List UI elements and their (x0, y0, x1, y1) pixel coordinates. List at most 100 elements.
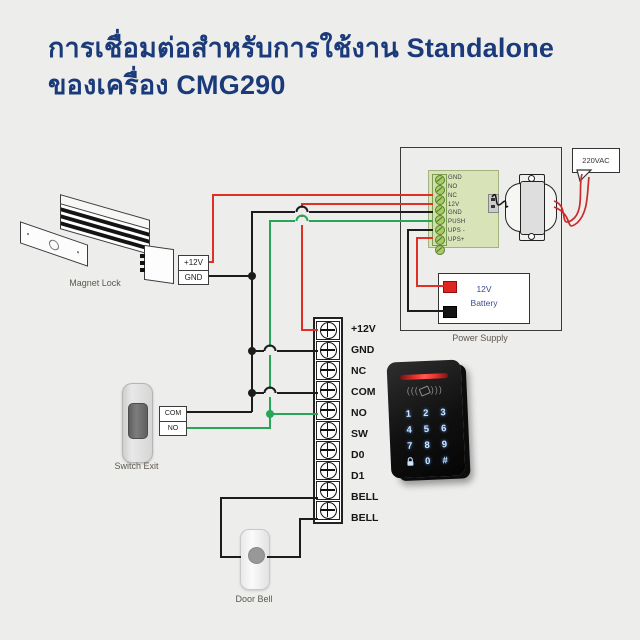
rfid-waves-right: ))) (430, 384, 443, 395)
maglock-gnd-label: GND (184, 272, 203, 282)
access-control-keypad: ((())) 1 2 3 4 5 6 7 8 9 0 # (386, 359, 466, 479)
keypad-key-0: 0 (424, 455, 431, 467)
pcb-terminal-cell (433, 215, 446, 225)
transformer-core (520, 181, 545, 235)
pcb-screw-icon (434, 205, 445, 215)
switch-exit-button (128, 403, 148, 439)
terminal-cell (316, 501, 340, 520)
keypad-key-4: 4 (406, 424, 413, 436)
keypad-key-2: 2 (422, 407, 429, 419)
pcb-label: 12V (448, 201, 460, 208)
keypad-keys: 1 2 3 4 5 6 7 8 9 0 # (399, 404, 454, 470)
terminal-cell (316, 441, 340, 460)
pcb-label: UPS+ (448, 236, 465, 243)
screw-terminal-icon (319, 322, 337, 339)
terminal-cell (316, 381, 340, 400)
pcb-terminal-cell (433, 245, 446, 255)
pcb-label: GND (448, 175, 462, 182)
pcb-screw-icon (434, 245, 445, 255)
battery-voltage-label: 12V (476, 284, 492, 294)
title-line-1: การเชื่อมต่อสำหรับการใช้งาน Standalone (48, 33, 555, 63)
pcb-label: NC (448, 192, 458, 199)
wire-hop-black-over-red (295, 205, 309, 213)
pcb-terminal-cell (433, 195, 446, 205)
keypad-key-lock-icon (402, 453, 420, 470)
rfid-waves-left: ((( (406, 385, 419, 396)
door-bell-caption: Door Bell (235, 594, 273, 604)
terminal-label: BELL (351, 512, 379, 524)
pcb-label: PUSH (448, 219, 466, 226)
callout-tail (576, 169, 593, 183)
screw-terminal-icon (319, 462, 337, 479)
controller-terminal-block (313, 317, 343, 524)
wire-green-switch-no-stub (184, 414, 271, 429)
armature-hole (49, 238, 59, 252)
keypad-key-6: 6 (440, 422, 447, 434)
terminal-label: +12V (351, 323, 376, 335)
battery-negative-terminal (443, 306, 457, 318)
pcb-screw-icon (434, 185, 445, 195)
terminal-label: D1 (351, 470, 365, 482)
terminal-cell (316, 321, 340, 340)
wire-black-bell2-to-doorbell (267, 518, 318, 558)
rfid-card-icon (418, 385, 431, 397)
terminal-label: COM (351, 386, 376, 398)
wire-hop-green-over-red (295, 214, 309, 222)
transformer-screw-icon (528, 233, 535, 240)
pcb-screw-icon (434, 235, 445, 245)
power-supply-caption: Power Supply (452, 333, 508, 343)
battery-positive-terminal (443, 281, 457, 293)
keypad-led-bar (400, 372, 449, 381)
terminal-cell (316, 421, 340, 440)
backup-battery: 12V Battery (438, 273, 530, 324)
screw-terminal-icon (319, 502, 337, 519)
magnet-lock-terminal-tab (140, 261, 145, 265)
junction-dot-black (248, 389, 256, 397)
pcb-terminal-labels: GND NO NC 12V GND PUSH UPS - UPS+ (448, 174, 465, 244)
pcb-label: GND (448, 210, 462, 217)
junction-dot-green (266, 410, 274, 418)
switch-exit-device (122, 383, 153, 463)
pcb-screw-icon (434, 215, 445, 225)
pcb-terminal-cell (433, 235, 446, 245)
screw-terminal-icon (319, 382, 337, 399)
pcb-transformer-connector (488, 194, 499, 213)
terminal-cell (316, 481, 340, 500)
terminal-label: BELL (351, 491, 379, 503)
page-title: การเชื่อมต่อสำหรับการใช้งาน Standalone ข… (48, 30, 554, 104)
magnet-lock-caption: Magnet Lock (69, 278, 121, 288)
keypad-key-7: 7 (406, 440, 413, 452)
screw-terminal-icon (319, 482, 337, 499)
magnet-lock-terminal-tab (140, 268, 145, 272)
switch-no-label: NO (167, 424, 179, 432)
title-line-2: ของเครื่อง CMG290 (48, 70, 286, 100)
terminal-cell (316, 341, 340, 360)
junction-dot-black (248, 272, 256, 280)
armature-dot (77, 250, 79, 254)
maglock-plus12v-label: +12V (179, 256, 208, 271)
switch-exit-caption: Switch Exit (114, 461, 159, 471)
screw-terminal-icon (319, 402, 337, 419)
terminal-label: NO (351, 407, 367, 419)
terminal-label: SW (351, 428, 368, 440)
terminal-cell (316, 361, 340, 380)
terminal-label: NC (351, 365, 367, 377)
mains-voltage-callout: 220VAC (572, 148, 620, 173)
wire-hop-black-over-green (263, 344, 277, 352)
pcb-terminal-cell (433, 205, 446, 215)
pcb-screw-icon (434, 175, 445, 185)
keypad-key-1: 1 (405, 408, 412, 420)
terminal-cell (316, 461, 340, 480)
door-bell-button (247, 547, 265, 564)
screw-terminal-icon (319, 342, 337, 359)
pcb-screw-icon (434, 225, 445, 235)
screw-terminal-icon (319, 442, 337, 459)
power-supply-pcb: GND NO NC 12V GND PUSH UPS - UPS+ (428, 170, 499, 255)
magnet-lock-terminal-tab (140, 254, 145, 258)
pcb-label: UPS - (448, 227, 466, 234)
terminal-label: D0 (351, 449, 365, 461)
wire-hop-black-over-green (263, 386, 277, 394)
armature-dot (27, 232, 29, 236)
keypad-key-3: 3 (440, 406, 446, 418)
